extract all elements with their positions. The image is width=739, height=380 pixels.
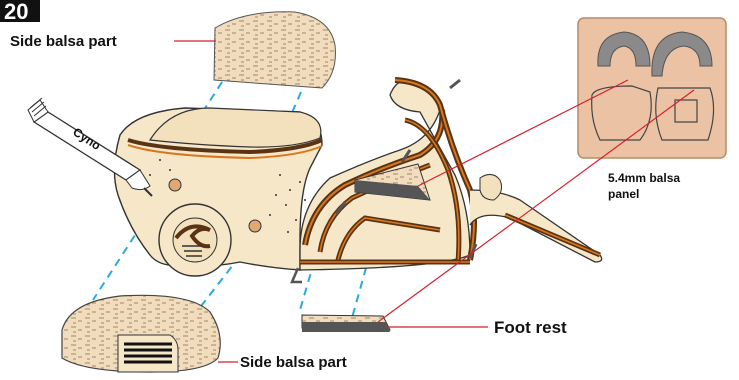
label-side-balsa-part-bottom: Side balsa part [240, 354, 347, 371]
label-foot-rest: Foot rest [494, 318, 567, 337]
foot-rest-wedge-lower [302, 315, 390, 332]
step-number-badge: 20 [0, 0, 40, 24]
label-panel-line2: panel [608, 187, 639, 201]
side-balsa-part-bottom [62, 295, 220, 372]
step-number: 20 [4, 0, 28, 24]
label-side-balsa-part-top: Side balsa part [10, 33, 117, 50]
scooter-body [114, 108, 322, 276]
side-balsa-part-top [214, 12, 335, 88]
label-panel-line1: 5.4mm balsa [608, 171, 680, 185]
balsa-panel [578, 18, 726, 158]
scooter-front-frame [292, 80, 602, 282]
